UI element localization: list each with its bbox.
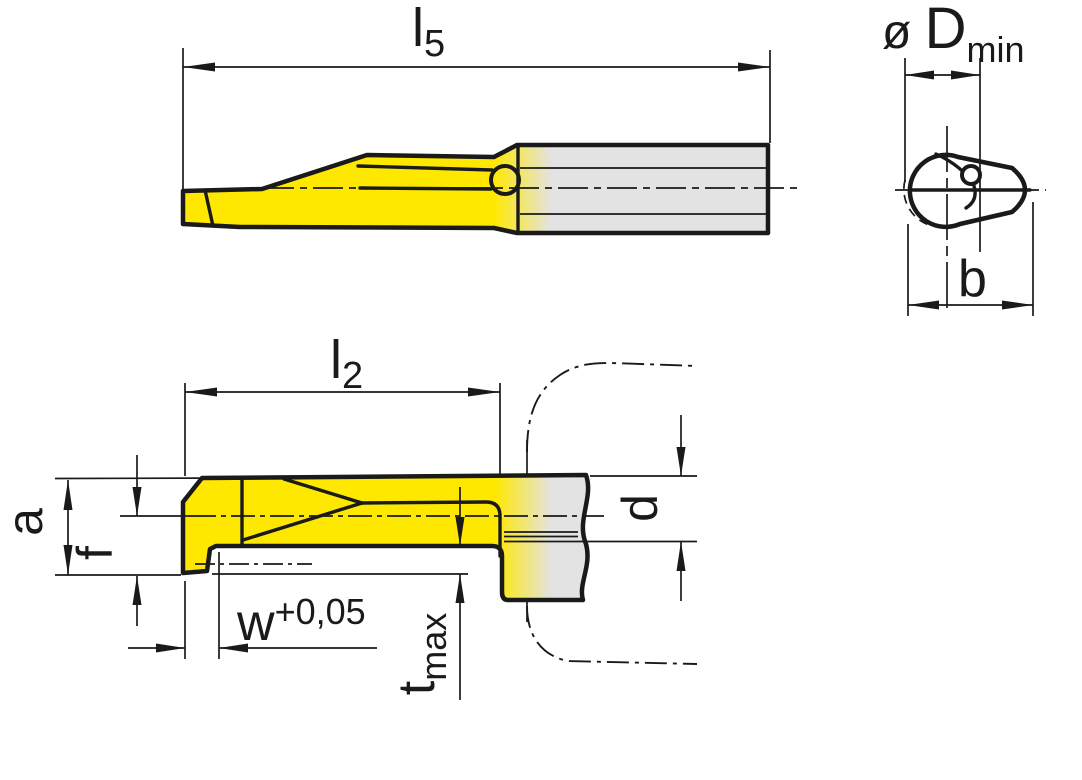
arrowhead <box>183 62 215 72</box>
arrowhead <box>468 387 500 397</box>
dim-label-f: f <box>67 546 123 560</box>
dimension-t-max: tmax <box>388 487 465 700</box>
tip-facet-line <box>203 188 215 228</box>
workpiece-phantom-top <box>526 362 698 453</box>
side-view-full-tool: l5 <box>180 0 798 236</box>
dim-label-d: d <box>612 494 668 522</box>
arrowhead <box>132 576 142 605</box>
detail-view-cutting-head: l2 a f <box>0 330 698 700</box>
arrowhead <box>219 643 248 653</box>
head-outline <box>180 472 591 603</box>
arrowhead <box>676 447 686 476</box>
dimension-l2: l2 <box>184 330 501 476</box>
dimension-f: f <box>67 455 192 626</box>
dimension-w: w+0,05 <box>128 552 377 659</box>
arrowhead <box>905 70 934 80</box>
dim-label-a: a <box>0 508 53 536</box>
ext-line <box>54 477 241 480</box>
dim-label-b: b <box>958 250 987 308</box>
dimension-d: d <box>612 415 686 601</box>
chipbreaker-lower-edge <box>241 501 364 542</box>
end-view: ø Dmin b <box>882 0 1046 316</box>
dim-label-l5: l5 <box>412 0 445 65</box>
arrowhead <box>185 387 217 397</box>
dimension-l5: l5 <box>182 0 771 189</box>
arrowhead <box>156 643 185 653</box>
dim-label-w: w+0,05 <box>236 591 366 652</box>
dim-label-d-min: ø Dmin <box>882 0 1025 70</box>
dim-label-l2: l2 <box>330 330 363 397</box>
arrowhead <box>738 62 770 72</box>
dimension-d-min: ø Dmin <box>882 0 1025 252</box>
pin-hole <box>960 164 982 186</box>
arrowhead <box>63 480 73 510</box>
insert-pocket-line <box>360 500 502 558</box>
arrowhead <box>63 545 73 575</box>
arrowhead <box>132 487 142 516</box>
dimension-b: b <box>907 202 1034 316</box>
min-bore-dashed-arc <box>902 179 933 227</box>
arrowhead <box>455 517 465 546</box>
dim-label-t-max: tmax <box>388 613 454 695</box>
arrowhead <box>951 70 980 80</box>
clamp-curve <box>934 152 977 210</box>
slot-top-line <box>356 164 494 172</box>
arrowhead <box>1002 300 1033 310</box>
arrowhead <box>676 541 686 571</box>
chipbreaker-upper-edge <box>282 477 364 505</box>
workpiece-phantom-bottom <box>526 605 698 665</box>
end-view-profile <box>907 152 1028 230</box>
dimension-a: a <box>0 477 241 576</box>
arrowhead <box>908 300 939 310</box>
arrowhead <box>455 574 465 603</box>
